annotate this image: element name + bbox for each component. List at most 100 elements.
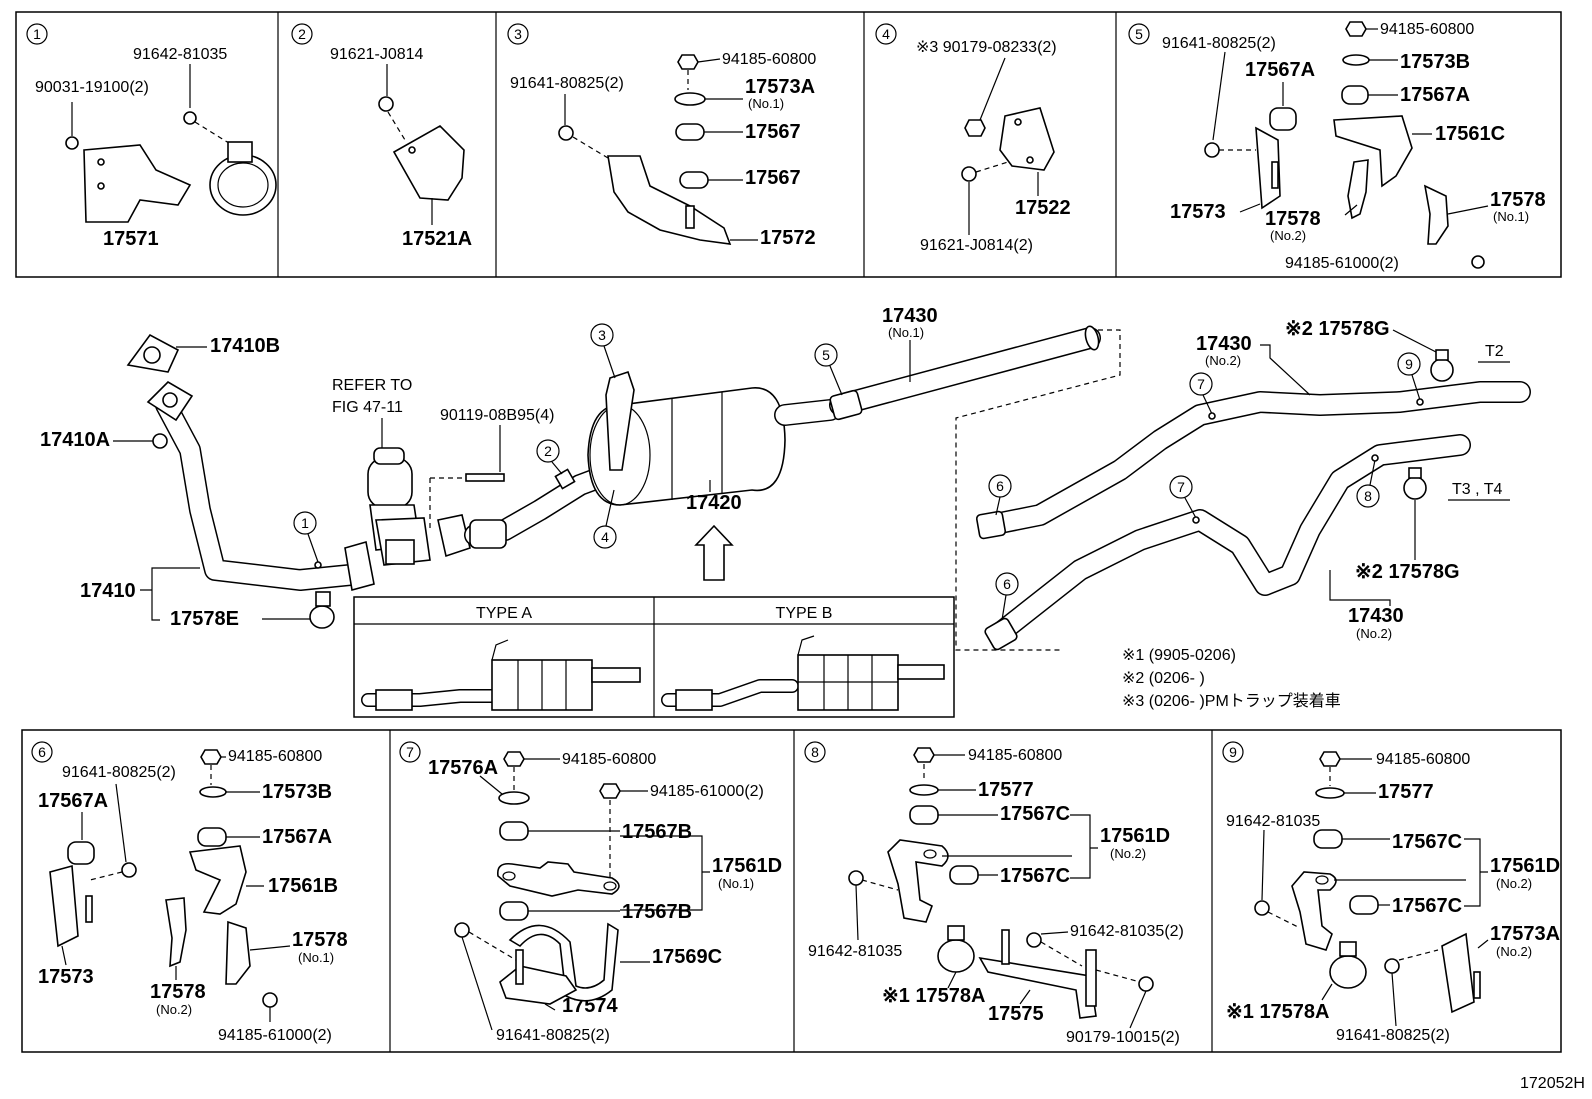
callout-number: 6 <box>1003 576 1011 592</box>
nut-icon <box>200 749 222 765</box>
part-label: 17410A <box>40 429 110 451</box>
bracket-17573 <box>49 864 79 948</box>
bracket-17522 <box>999 107 1055 171</box>
box-number: 5 <box>1135 26 1143 42</box>
part-label: 94185-60800 <box>228 748 322 765</box>
refer-text: FIG 47-11 <box>332 399 403 416</box>
cushion-icon <box>499 821 529 841</box>
part-label: 17571 <box>103 228 159 250</box>
bolt-icon <box>1204 142 1220 158</box>
part-label: 17567C <box>1392 831 1462 853</box>
part-label: 94185-60800 <box>1376 751 1470 768</box>
part-label: (No.2) <box>1496 944 1532 959</box>
clamp-17578G <box>1403 476 1427 500</box>
bolt-icon <box>465 473 505 482</box>
part-label: (No.2) <box>1270 228 1306 243</box>
cushion-icon <box>499 901 529 921</box>
bracket-17573A-no2 <box>1441 932 1475 1014</box>
bolt-icon <box>848 870 864 886</box>
part-label: 17567 <box>745 167 801 189</box>
part-label: 90119-08B95(4) <box>440 407 554 424</box>
bolt-icon <box>1026 932 1042 948</box>
bolt-icon <box>454 922 470 938</box>
note-3: ※3 (0206- )PMトラップ装着車 <box>1122 692 1341 710</box>
top-detail-row <box>15 11 1562 278</box>
callout-number: 7 <box>1177 479 1185 495</box>
bolt-icon <box>1254 900 1270 916</box>
box-number: 2 <box>298 26 306 42</box>
part-label: 90179-10015(2) <box>1066 1029 1180 1046</box>
callout-number: 7 <box>1197 376 1205 392</box>
bracket-17561D-no2 <box>1291 871 1337 951</box>
callout-number: 5 <box>822 347 830 363</box>
part-label: 17573A <box>1490 923 1560 945</box>
cushion-icon <box>1313 829 1343 849</box>
type-comparison-box: TYPE A TYPE B <box>353 596 955 718</box>
callout-number: 2 <box>544 443 552 459</box>
part-label: 91642-81035 <box>133 46 227 63</box>
nut-icon <box>1138 976 1154 992</box>
part-label: 17575 <box>988 1003 1044 1025</box>
part-label: (No.1) <box>748 96 784 111</box>
type-b-label: TYPE B <box>776 605 833 622</box>
part-label: 17567C <box>1000 865 1070 887</box>
part-label: 17567A <box>1400 84 1470 106</box>
washer-icon <box>674 92 706 106</box>
bolt-icon <box>558 125 574 141</box>
part-label: 17567 <box>745 121 801 143</box>
part-label: 17567C <box>1000 803 1070 825</box>
part-label: 17430 <box>1196 333 1252 355</box>
bracket-17561C <box>1333 115 1413 188</box>
washer-icon <box>199 786 227 798</box>
diagram-id: 172052H <box>1520 1075 1585 1092</box>
part-label: 17573 <box>1170 201 1226 223</box>
part-label: 94185-60800 <box>1380 21 1474 38</box>
part-label: 17521A <box>402 228 472 250</box>
part-label: 17577 <box>978 779 1034 801</box>
part-label: 94185-60800 <box>968 747 1062 764</box>
bolt-icon <box>183 111 197 125</box>
part-label: 17578E <box>170 608 239 630</box>
part-label: 94185-61000(2) <box>650 783 764 800</box>
part-label: 17578 <box>1265 208 1321 230</box>
part-label: 17561D <box>712 855 782 877</box>
part-label: 91641-80825(2) <box>62 764 176 781</box>
part-label: 91621-J0814(2) <box>920 237 1033 254</box>
part-label: ※2 17578G <box>1285 318 1390 340</box>
part-label: 91642-81035 <box>1226 813 1320 830</box>
cushion-icon <box>197 827 227 847</box>
detail-box-5: 5 94185-60800 91641-80825(2) 17573B 1756… <box>1128 21 1546 272</box>
cushion-icon <box>1269 107 1297 131</box>
nut-icon <box>1471 255 1485 269</box>
note-2: ※2 (0206- ) <box>1122 670 1205 687</box>
nut-17410A <box>152 433 168 449</box>
cushion-icon <box>949 865 979 885</box>
part-label: ※3 90179-08233(2) <box>916 39 1057 56</box>
part-label: 17567B <box>622 901 692 923</box>
part-label: 17578 <box>1490 189 1546 211</box>
callout-number: 4 <box>601 529 609 545</box>
detail-box-9: 9 94185-60800 17577 91642-81035 17567C 1… <box>1222 741 1560 1044</box>
part-label: 17573B <box>262 781 332 803</box>
part-label: 17561B <box>268 875 338 897</box>
detail-box-8: 8 94185-60800 17577 17567C 17561D (No.2)… <box>804 741 1184 1046</box>
part-label: 94185-61000(2) <box>218 1027 332 1044</box>
part-label: (No.2) <box>1110 846 1146 861</box>
detail-box-7: 7 17576A 94185-60800 94185-61000(2) 1756… <box>399 741 782 1044</box>
nut-icon <box>677 54 699 70</box>
hanger-17569C <box>508 922 619 1002</box>
bolt-icon <box>378 96 394 112</box>
part-label: 17567B <box>622 821 692 843</box>
part-label: (No.2) <box>1205 353 1241 368</box>
box-number: 7 <box>406 744 414 760</box>
bracket-17561D-no2 <box>887 839 949 923</box>
part-label: ※1 17578A <box>1226 1001 1330 1023</box>
stud-icon <box>1001 929 1010 965</box>
nut-icon <box>262 992 278 1008</box>
part-label: 17410B <box>210 335 280 357</box>
part-label: 17430 <box>1348 605 1404 627</box>
bolt-icon <box>65 136 79 150</box>
bracket-17561D-no1 <box>496 861 620 897</box>
detail-box-6: 6 94185-60800 91641-80825(2) 17573B 1756… <box>31 741 348 1044</box>
part-label: 17567A <box>262 826 332 848</box>
